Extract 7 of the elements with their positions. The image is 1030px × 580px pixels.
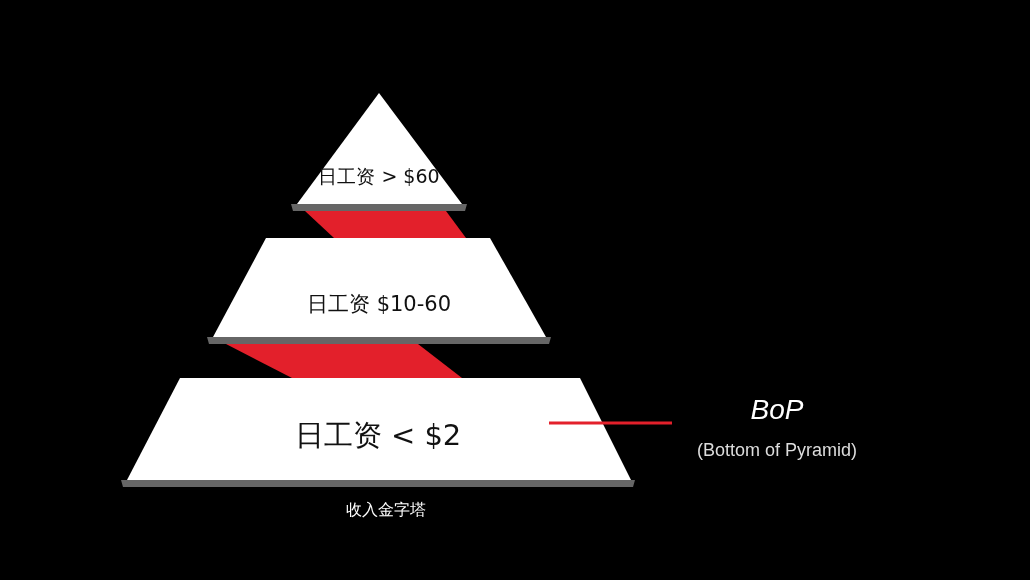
tier-label: 日工资 $10-60 <box>305 291 453 318</box>
caption: 收入金字塔 <box>345 500 427 521</box>
callout-subtitle: (Bottom of Pyramid) <box>695 440 858 461</box>
tier-label: 日工资 < $2 <box>293 417 463 454</box>
callout-title: BoP <box>749 394 805 426</box>
tier-label: 日工资 > $60 <box>317 164 441 189</box>
leader-line <box>549 421 672 425</box>
